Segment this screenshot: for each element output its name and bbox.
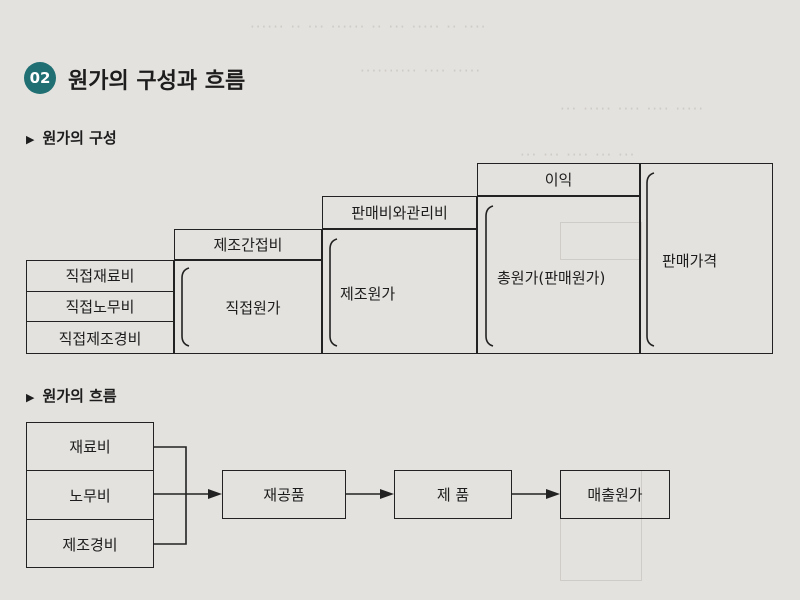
flow-heading: ▶ 원가의 흐름 (26, 385, 117, 406)
bleed-text: ··· ····· ···· ···· ····· (560, 100, 705, 118)
cogs-box (560, 470, 670, 519)
direct-material-label: 직접재료비 (65, 267, 135, 285)
cost-elements-box (26, 422, 154, 568)
wip-box (222, 470, 346, 519)
total-cost-bracket (485, 205, 494, 347)
total-cost-label: 총원가(판매원가) (497, 268, 606, 287)
arrow-to-finished-goods (380, 489, 394, 499)
section-number-badge: 02 (24, 62, 56, 94)
prime-cost-bracket (181, 267, 190, 347)
composition-heading-label: 원가의 구성 (42, 129, 117, 147)
prime-cost-items-box (26, 260, 174, 354)
indirect-cost-label: 제조간접비 (213, 236, 283, 254)
triangle-bullet-icon: ▶ (26, 391, 35, 404)
manufacturing-cost-bracket (329, 238, 338, 347)
bleed-text: ······ ·· ··· ······ ·· ··· ····· ·· ···… (250, 18, 487, 36)
finished-goods-label: 제 품 (436, 486, 470, 504)
manufacturing-cost-box (322, 229, 477, 354)
section-title: 원가의 구성과 흐름 (68, 69, 246, 94)
prime-cost-box (174, 260, 322, 354)
bleed-text: ·········· ···· ····· (360, 62, 482, 80)
selling-price-box (640, 163, 773, 354)
indirect-cost-box (174, 229, 322, 260)
bleed-text: ··· ··· ···· ··· ··· (520, 146, 636, 164)
cogs-label: 매출원가 (587, 486, 643, 504)
bleed-shape (560, 470, 642, 581)
arrow-to-cogs (546, 489, 560, 499)
finished-goods-box (394, 470, 512, 519)
selling-admin-box (322, 196, 477, 229)
wip-label: 재공품 (263, 486, 305, 504)
composition-heading: ▶ 원가의 구성 (26, 127, 117, 148)
triangle-bullet-icon: ▶ (26, 133, 35, 146)
direct-labor-label: 직접노무비 (26, 291, 174, 322)
selling-price-label: 판매가격 (662, 251, 718, 270)
selling-price-bracket (646, 172, 655, 347)
manufacturing-cost-label: 제조원가 (340, 284, 396, 303)
selling-admin-label: 판매비와관리비 (351, 204, 448, 222)
arrow-to-wip (208, 489, 222, 499)
direct-expense-label: 직접제조경비 (58, 329, 142, 348)
bleed-shape (560, 222, 642, 260)
flow-connector (154, 446, 208, 545)
profit-box (477, 163, 640, 196)
flow-heading-label: 원가의 흐름 (42, 387, 117, 405)
overhead-label: 제조경비 (62, 535, 118, 554)
total-cost-box (477, 196, 640, 354)
prime-cost-label: 직접원가 (225, 298, 281, 317)
profit-label: 이익 (544, 171, 573, 189)
material-label: 재료비 (26, 422, 154, 471)
labor-label: 노무비 (26, 471, 154, 520)
